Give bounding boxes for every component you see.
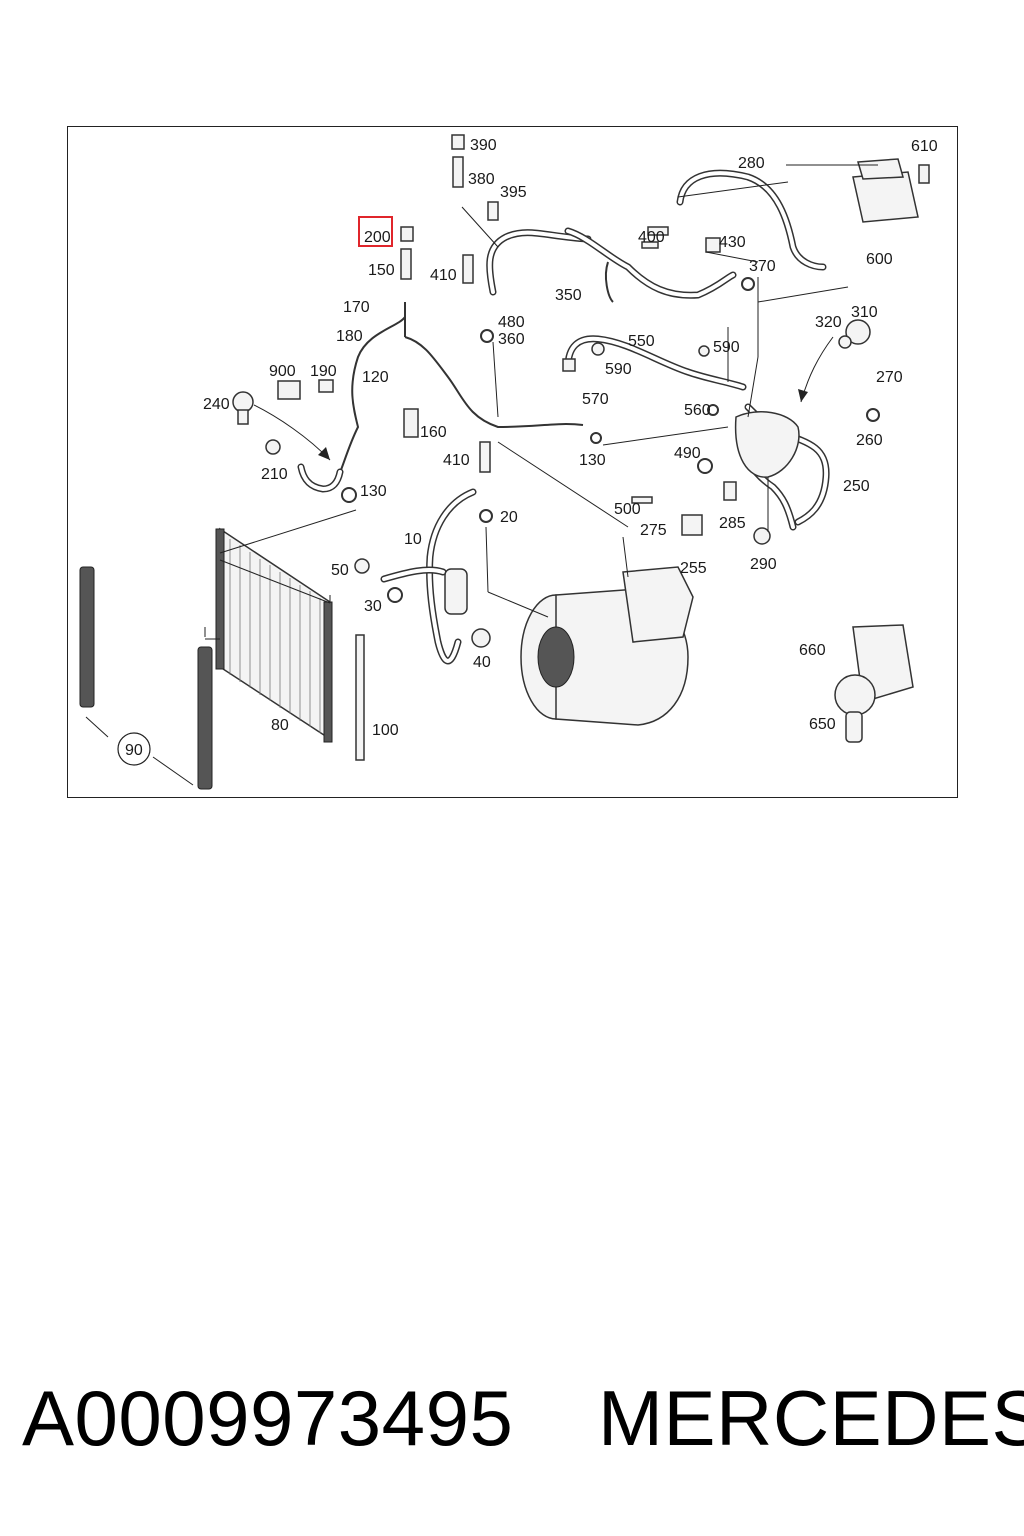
label-490: 490 [674,445,701,462]
label-310: 310 [851,304,878,321]
label-275: 275 [640,522,667,539]
label-320: 320 [815,314,842,331]
highlight-box-200 [358,216,393,247]
label-410-mid: 410 [443,452,470,469]
label-610: 610 [911,138,938,155]
label-560: 560 [684,402,711,419]
parts-diagram: 390 380 395 200 150 410 480 360 350 400 … [79,134,938,790]
label-10: 10 [404,531,422,548]
label-390: 390 [470,137,497,154]
label-370: 370 [749,258,776,275]
leader-lines [85,164,878,786]
label-210: 210 [261,466,288,483]
label-270: 270 [876,369,903,386]
label-570: 570 [582,391,609,408]
label-170: 170 [343,299,370,316]
label-395: 395 [500,184,527,201]
label-240: 240 [203,396,230,413]
label-430: 430 [719,234,746,251]
label-40: 40 [473,654,491,671]
label-280: 280 [738,155,765,172]
brand-name: MERCEDES [598,1374,1024,1462]
label-290: 290 [750,556,777,573]
label-480: 480 [498,314,525,331]
label-250: 250 [843,478,870,495]
label-900: 900 [269,363,296,380]
label-180: 180 [336,328,363,345]
label-350: 350 [555,287,582,304]
label-150: 150 [368,262,395,279]
label-50: 50 [331,562,349,579]
label-200: 200 [364,229,391,246]
label-90-circle [117,732,151,766]
label-130-mid: 130 [579,452,606,469]
label-285: 285 [719,515,746,532]
label-410-top: 410 [430,267,457,284]
diagram-frame: 390 380 395 200 150 410 480 360 350 400 … [67,126,958,798]
label-80: 80 [271,717,289,734]
label-660: 660 [799,642,826,659]
footer: A0009973495 MERCEDES [0,1370,1024,1470]
label-130-left: 130 [360,483,387,500]
label-650: 650 [809,716,836,733]
label-20: 20 [500,509,518,526]
drawing [79,134,930,790]
label-30: 30 [364,598,382,615]
label-500: 500 [614,501,641,518]
label-360: 360 [498,331,525,348]
label-400: 400 [638,229,665,246]
label-160: 160 [420,424,447,441]
label-380: 380 [468,171,495,188]
label-100: 100 [372,722,399,739]
condenser [219,527,331,741]
part-labels: 390 380 395 200 150 410 480 360 350 400 … [117,137,938,766]
dryer-cartridge [355,634,365,761]
label-120: 120 [362,369,389,386]
label-255: 255 [680,560,707,577]
label-550: 550 [628,333,655,350]
label-90: 90 [125,742,143,759]
label-590-left: 590 [605,361,632,378]
part-number: A0009973495 [22,1374,514,1462]
drier-canister [444,568,468,615]
label-600: 600 [866,251,893,268]
label-190: 190 [310,363,337,380]
label-590-right: 590 [713,339,740,356]
label-260: 260 [856,432,883,449]
